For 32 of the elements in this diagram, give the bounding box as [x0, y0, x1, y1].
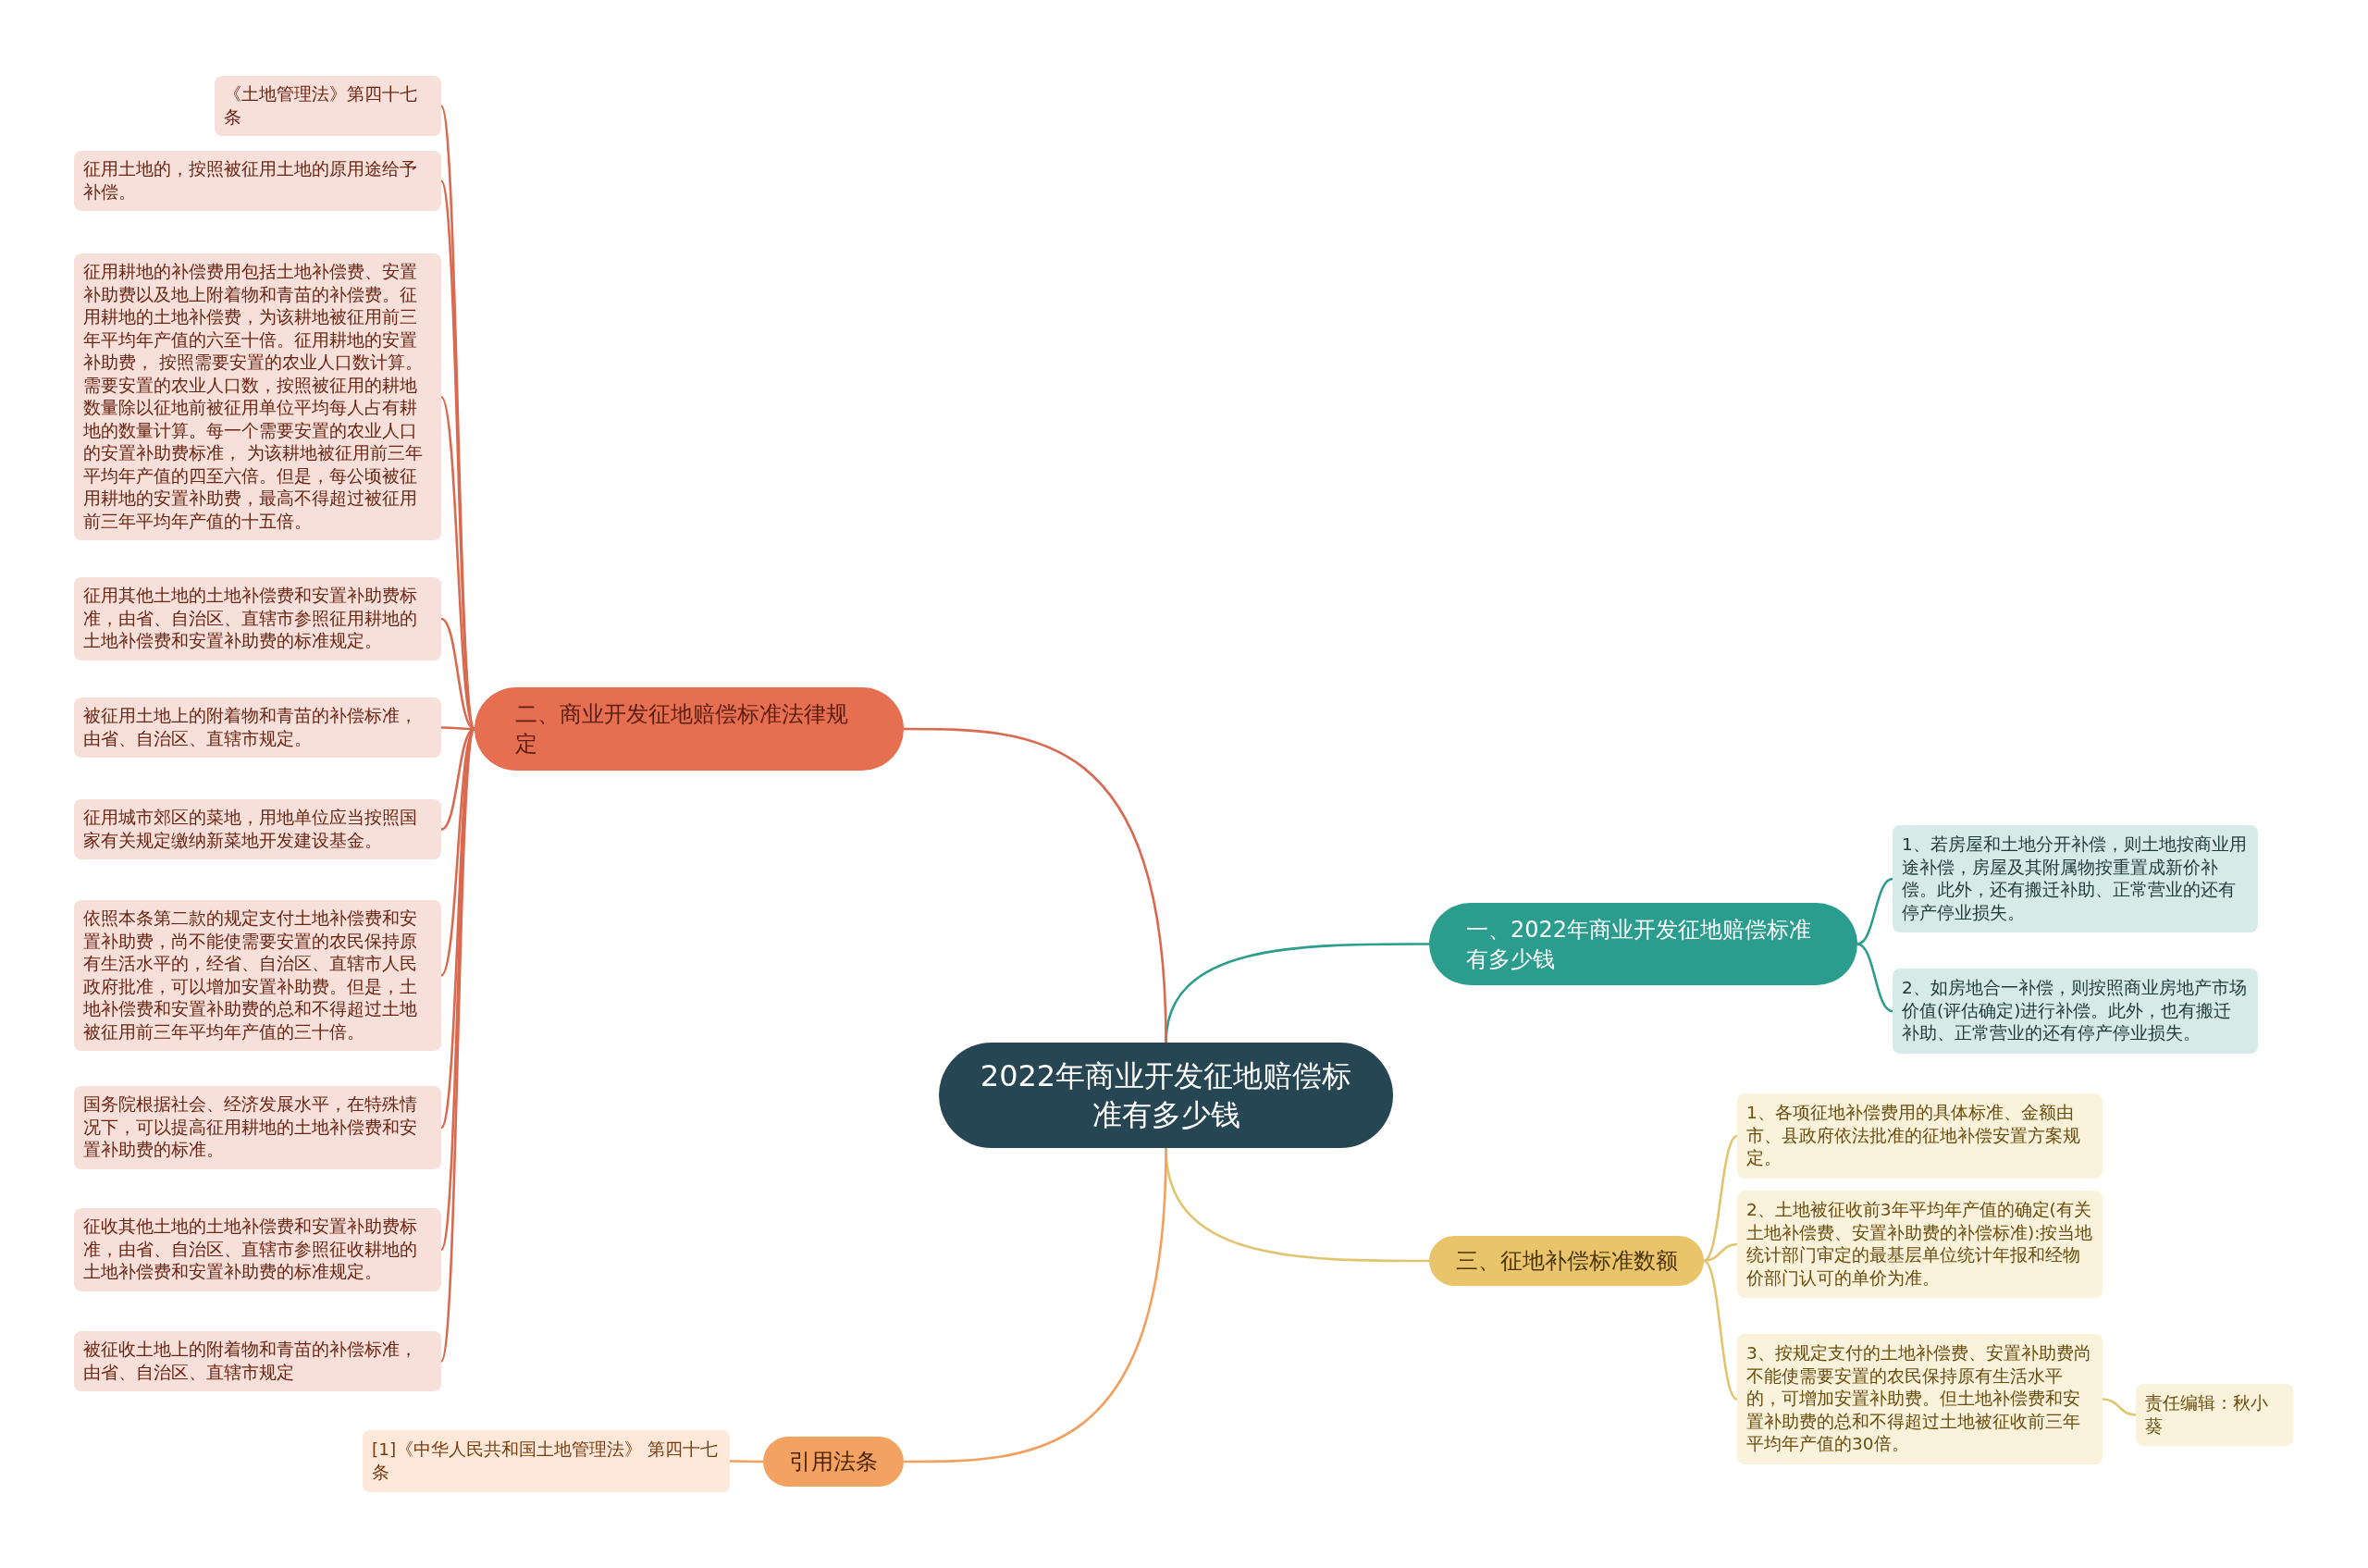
connector-line [1856, 877, 1893, 945]
note-box: 征用城市郊区的菜地，用地单位应当按照国家有关规定缴纳新菜地开发建设基金。 [74, 799, 441, 859]
connector-line [1703, 1259, 1738, 1401]
note-box: [1]《中华人民共和国土地管理法》 第四十七条 [363, 1430, 730, 1492]
note-box: 征用土地的，按照被征用土地的原用途给予补偿。 [74, 151, 441, 211]
note-box: 被征用土地上的附着物和青苗的补偿标准，由省、自治区、直辖市规定。 [74, 698, 441, 758]
connector-line [904, 727, 1167, 1043]
note-box: 征用其他土地的土地补偿费和安置补助费标准，由省、自治区、直辖市参照征用耕地的土地补偿费和安置补助费的标准规定。 [74, 577, 441, 661]
central-topic: 2022年商业开发征地赔偿标准有多少钱 [939, 1043, 1393, 1148]
connector-line [730, 1460, 763, 1463]
connector-line [1703, 1242, 1738, 1263]
note-box: 征收其他土地的土地补偿费和安置补助费标准，由省、自治区、直辖市参照征收耕地的土地补偿费和安置补助费的标准规定。 [74, 1208, 441, 1291]
connector-line [1703, 1134, 1738, 1263]
branch-topic: 一、2022年商业开发征地赔偿标准有多少钱 [1429, 903, 1857, 985]
note-box: 1、若房屋和土地分开补偿，则土地按商业用途补偿，房屋及其附属物按重置成新价补偿。此外，还有搬迁补助、正常营业的还有停产停业损失。 [1893, 825, 2258, 932]
note-box: 国务院根据社会、经济发展水平，在特殊情况下，可以提高征用耕地的土地补偿费和安置补助费的标准。 [74, 1086, 441, 1169]
branch-topic: 二、商业开发征地赔偿标准法律规定 [475, 687, 904, 771]
note-box: 责任编辑：秋小葵 [2136, 1384, 2293, 1446]
note-box: 依照本条第二款的规定支付土地补偿费和安置补助费，尚不能使需要安置的农民保持原有生活水平的，经省、自治区、直辖市人民政府批准，可以增加安置补助费。但是，土地补偿费和安置补助费的总和不得超过土地被征用前三年平均年产值的三十倍。 [74, 900, 441, 1051]
note-box: 征用耕地的补偿费用包括土地补偿费、安置补助费以及地上附着物和青苗的补偿费。征用耕地的土地补偿费，为该耕地被征用前三年平均年产值的六至十倍。征用耕地的安置补助费， 按照需要安置的农业人口数计算。需要安置的农业人口数，按照被征用的耕地数量除以征地前被征用单位平均每人占有耕地的数量计算。每一个需要安置的农业人口的安置补助费标准， 为该耕地被征用前三年平均年产值的四至六倍。但是，每公顷被征用耕地的安置补助费，最高不得超过被征用前三年平均年产值的十五倍。 [74, 253, 441, 540]
note-box: 2、如房地合一补偿，则按照商业房地产市场价值(评估确定)进行补偿。此外，也有搬迁补助、正常营业的还有停产停业损失。 [1893, 969, 2258, 1054]
note-box: 2、土地被征收前3年平均年产值的确定(有关土地补偿费、安置补助费的补偿标准):按当地统计部门审定的最基层单位统计年报和经物价部门认可的单价为准。 [1737, 1191, 2103, 1298]
connector-line [441, 726, 475, 731]
note-box: 3、按规定支付的土地补偿费、安置补助费尚不能使需要安置的农民保持原有生活水平的，可增加安置补助费。但土地补偿费和安置补助费的总和不得超过土地被征收前三年平均年产值的30倍。 [1737, 1334, 2103, 1464]
connector-line [2102, 1398, 2137, 1416]
note-box: 《土地管理法》第四十七条 [215, 76, 441, 136]
note-box: 被征收土地上的附着物和青苗的补偿标准，由省、自治区、直辖市规定 [74, 1331, 441, 1391]
branch-topic: 三、征地补偿标准数额 [1429, 1236, 1704, 1286]
note-box: 1、各项征地补偿费用的具体标准、金额由市、县政府依法批准的征地补偿安置方案规定。 [1737, 1093, 2103, 1179]
connector-line [904, 1147, 1167, 1463]
branch-topic: 引用法条 [763, 1437, 904, 1487]
connector-line [1856, 943, 1893, 1013]
